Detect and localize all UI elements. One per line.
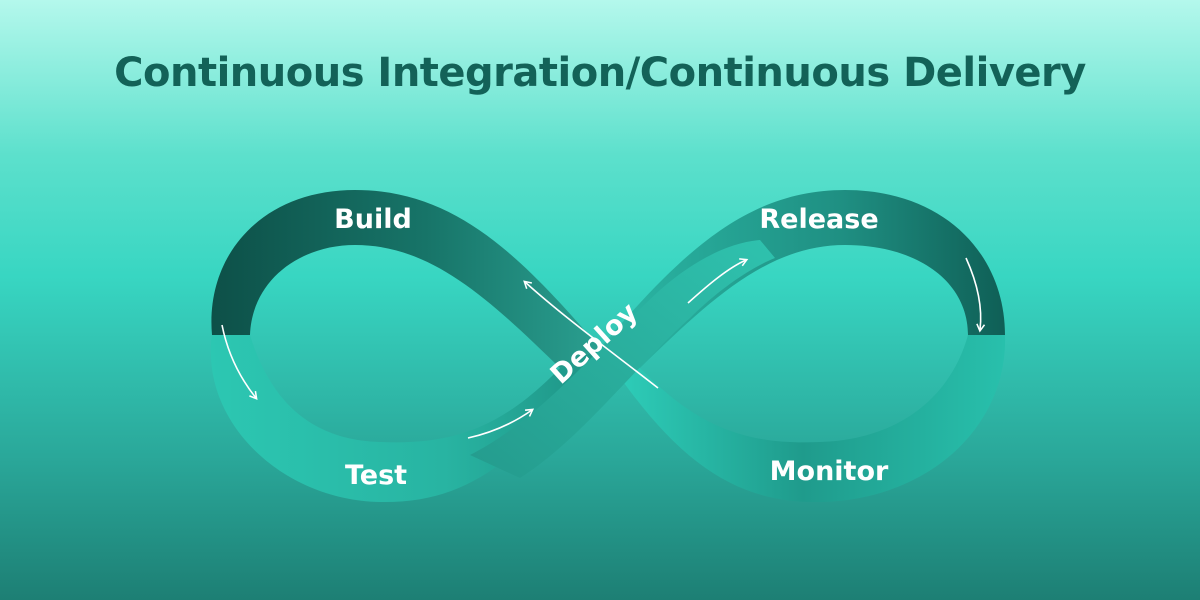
right-loop-top-segment (600, 190, 1005, 412)
arrow-build-to-test (221, 324, 258, 400)
stage-label-release: Release (759, 204, 878, 235)
stage-label-monitor: Monitor (770, 456, 889, 487)
stage-label-build: Build (334, 204, 412, 235)
right-loop-band (600, 190, 1006, 503)
left-loop-top-segment (211, 190, 600, 420)
right-loop-bottom-segment (600, 335, 1006, 503)
arrow-deploy-to-release (687, 258, 749, 304)
deploy-crossing-band (470, 240, 775, 478)
arrow-test-to-deploy (467, 408, 535, 439)
arrow-monitor-to-build (523, 280, 659, 389)
stage-label-test: Test (345, 460, 407, 491)
arrow-release-to-monitor (965, 257, 986, 333)
page-title: Continuous Integration/Continuous Delive… (114, 50, 1086, 96)
